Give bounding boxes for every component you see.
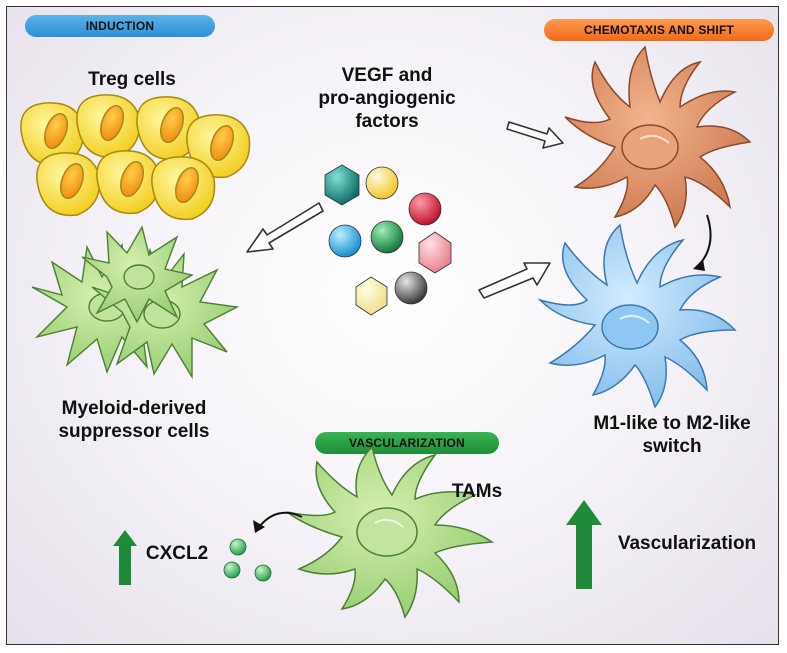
shift-arrow [698, 214, 712, 266]
m1-macrophage-illustration [564, 45, 752, 229]
m1m2-label-line1: M1-like to M2-like [593, 413, 751, 434]
tam-illustration [286, 445, 495, 619]
induction-pill: INDUCTION [25, 15, 215, 37]
tams-label: TAMs [451, 481, 503, 502]
mdsc-label-line1: Myeloid-derived [61, 398, 207, 419]
vegf-label: VEGF and pro-angiogenic factors [297, 65, 477, 133]
m1m2-label-line2: switch [642, 435, 702, 457]
vascularization-label: Vascularization [617, 533, 757, 554]
vascularization-pill: VASCULARIZATION [315, 432, 499, 454]
figure-frame: INDUCTION CHEMOTAXIS AND SHIFT VASCULARI… [6, 6, 779, 645]
diagram-art [20, 45, 752, 619]
vegf-label-line3: factors [355, 110, 419, 132]
vegf-label-line1: VEGF and [341, 65, 433, 86]
hollow-arrows [246, 121, 564, 299]
treg-label: Treg cells [88, 69, 176, 90]
m1m2-label: M1-like to M2-like switch [572, 413, 772, 459]
m2-macrophage-illustration [537, 223, 737, 409]
cxcl2-up-arrow-icon [113, 530, 137, 585]
mdsc-label-line2: suppressor cells [58, 420, 210, 442]
vegf-label-line2: pro-angiogenic [318, 87, 456, 109]
factor-beads [324, 164, 452, 316]
cxcl2-label: CXCL2 [145, 543, 209, 564]
chemotaxis-pill: CHEMOTAXIS AND SHIFT [544, 19, 774, 41]
cxcl2-release-arrow [258, 511, 303, 528]
mdsc-cells-illustration [31, 225, 240, 380]
mdsc-label: Myeloid-derived suppressor cells [29, 398, 239, 444]
treg-cells-illustration [20, 94, 251, 221]
cxcl2-beads [223, 538, 272, 582]
vascularization-up-arrow-icon [566, 500, 602, 589]
